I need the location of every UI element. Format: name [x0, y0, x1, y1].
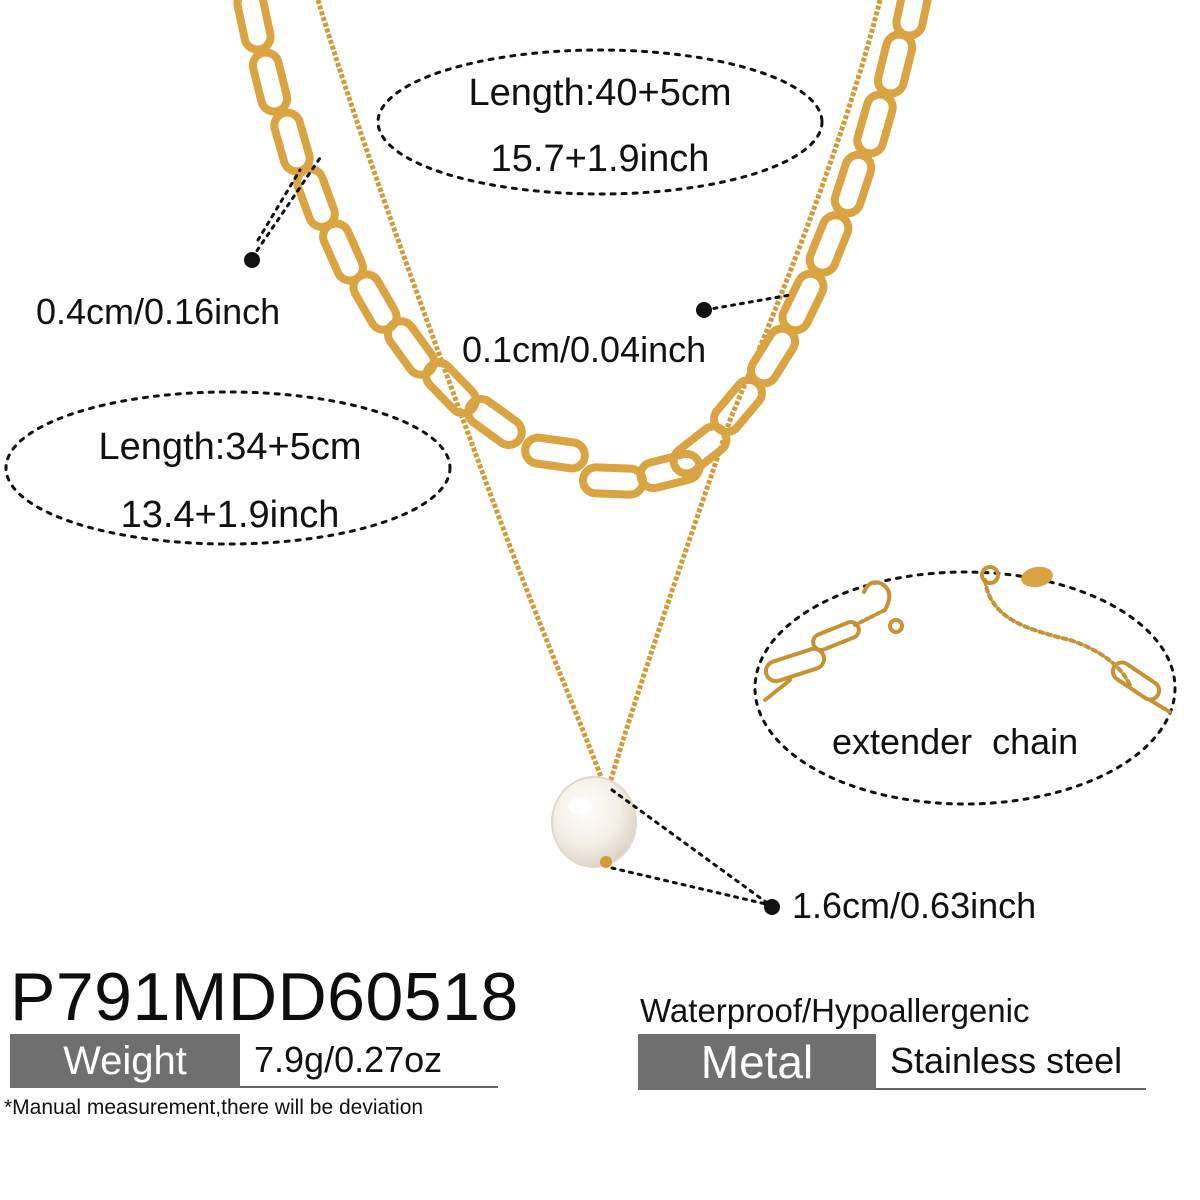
thin-chain-width-label: 0.1cm/0.04inch	[462, 329, 707, 370]
extender-chain-detail	[763, 565, 1172, 714]
long-chain-length-label: Length:40+5cm	[468, 72, 732, 114]
product-sku: P791MDD60518	[10, 959, 519, 1035]
weight-key: Weight	[10, 1034, 240, 1088]
extender-oval	[753, 570, 1177, 806]
measurement-note: *Manual measurement,there will be deviat…	[4, 1096, 424, 1119]
metal-key: Metal	[638, 1034, 876, 1090]
long-chain-length-inch-label: 15.7+1.9inch	[490, 138, 710, 180]
measure-leaders	[250, 156, 792, 907]
pearl-size-label: 1.6cm/0.63inch	[792, 885, 1037, 926]
thin-chain	[315, 0, 883, 791]
metal-value: Stainless steel	[876, 1034, 1146, 1090]
long-length-oval	[376, 48, 824, 196]
short-chain-length-inch-label: 13.4+1.9inch	[120, 494, 340, 536]
short-length-oval	[4, 390, 452, 546]
weight-value: 7.9g/0.27oz	[240, 1034, 498, 1088]
extender-tag	[1021, 566, 1053, 588]
product-properties: Waterproof/Hypoallergenic	[640, 992, 1030, 1029]
leader-dots	[244, 252, 780, 915]
metal-row: Metal Stainless steel	[638, 1034, 1146, 1090]
weight-row: Weight 7.9g/0.27oz	[10, 1034, 498, 1088]
paperclip-width-label: 0.4cm/0.16inch	[36, 291, 281, 332]
extender-chain-label: extender chain	[832, 721, 1079, 762]
short-chain-length-label: Length:34+5cm	[98, 426, 362, 468]
pearl-pendant	[551, 776, 637, 868]
paperclip-chain	[233, 0, 934, 499]
